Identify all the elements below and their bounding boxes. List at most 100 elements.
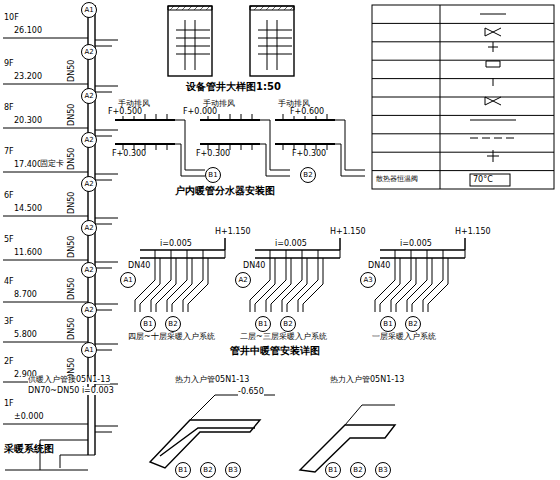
pipe-line <box>485 97 501 105</box>
drawing-label: 一层采暖入户系统 <box>372 333 436 341</box>
pipe-line <box>140 257 225 259</box>
pipe-line <box>241 144 242 150</box>
pipe-line <box>407 250 427 312</box>
drawing-label: H+1.150 <box>455 228 491 236</box>
pipe-line <box>255 249 340 251</box>
pipe-line <box>303 258 323 312</box>
pipe-line <box>396 258 416 312</box>
drawing-label: F+0.300 <box>292 150 326 158</box>
pipe-line <box>3 128 88 129</box>
pipe-line <box>372 170 554 171</box>
callout-number: B3 <box>225 462 241 478</box>
pipe-line <box>488 42 498 52</box>
pipe-line <box>372 60 554 61</box>
drawing-label: 手动排风 <box>118 100 150 108</box>
pipe-line <box>219 114 220 120</box>
pipe-line <box>423 250 443 312</box>
drawing-label: 20.300 <box>14 117 42 125</box>
pipe-line <box>470 138 514 139</box>
drawing-caption: 设备管井大样图1:50 <box>186 82 281 92</box>
drawing-label: 4F <box>4 278 14 286</box>
drawing-label: DN40 <box>368 262 390 270</box>
legend-text: 散热器恒温阀 <box>376 176 418 183</box>
drawing-caption: 管井中暖管安装详图 <box>230 346 320 356</box>
pipe-line <box>140 249 225 251</box>
drawing-caption: 采暖系统图 <box>4 444 54 454</box>
pipe-line <box>3 84 88 85</box>
pipe-line <box>465 238 466 258</box>
drawing-label: i=0.005 <box>275 240 307 248</box>
pipe-line <box>380 257 465 259</box>
pipe-line <box>470 120 516 121</box>
callout-number: B1 <box>205 167 221 183</box>
callout-number: A2 <box>81 44 97 60</box>
drawing-label: DN70~DN50 i=0.003 <box>28 387 114 395</box>
callout-number: A2 <box>81 262 97 278</box>
pipe-line <box>225 238 226 258</box>
callout-number: A1 <box>81 2 97 18</box>
pipe-line <box>372 152 554 153</box>
pipe-line <box>95 304 118 310</box>
drawing-label: 9F <box>4 60 14 68</box>
drawing-label: F+0.600 <box>290 108 324 116</box>
drawing-label: DN40 <box>243 262 265 270</box>
drawing-label: 供暖入户管接05N1-13 <box>28 376 110 384</box>
pipe-line <box>255 257 340 259</box>
pipe-line <box>3 302 88 303</box>
pipe-line <box>283 144 284 150</box>
callout-number: B1 <box>325 462 341 478</box>
pipe-line <box>95 262 118 268</box>
pipe-line <box>372 115 554 116</box>
pipe-size: DN50 <box>68 148 76 170</box>
drawing-label: 14.500 <box>14 205 42 213</box>
callout-number: B2 <box>280 316 296 332</box>
pipe-line <box>335 144 365 176</box>
pipe-line <box>3 216 88 217</box>
drawing-label: 8F <box>4 104 14 112</box>
pipe-size: DN50 <box>68 278 76 300</box>
pipe-line <box>372 23 554 24</box>
drawing-label: 5.800 <box>14 331 37 339</box>
drawing-label: 70°C <box>473 176 493 184</box>
callout-number: B2 <box>200 462 216 478</box>
pipe-line <box>95 130 118 136</box>
drawing-label: F+0.500 <box>108 108 142 116</box>
drawing-label: 固定卡 <box>40 160 64 168</box>
pipe-size: DN50 <box>68 318 76 340</box>
pipe-line <box>372 133 554 134</box>
callout-number: A2 <box>81 220 97 236</box>
drawing-label: 6F <box>4 192 14 200</box>
pipe-line <box>135 250 155 312</box>
pipe-line <box>440 5 441 189</box>
pipe-line <box>156 114 157 120</box>
drawing-label: H+1.150 <box>215 228 251 236</box>
pipe-line <box>327 144 328 150</box>
drawing-label: 二层~三层采暖入户系统 <box>240 333 327 341</box>
pipe-line <box>375 250 395 312</box>
drawing-label: F+0.300 <box>112 150 146 158</box>
pipe-line <box>282 250 302 312</box>
pipe-line <box>252 144 253 150</box>
pipe-size: DN50 <box>68 104 76 126</box>
pipe-line <box>260 144 290 176</box>
callout-number: B1 <box>175 462 191 478</box>
drawing-label: ±0.000 <box>14 413 44 421</box>
drawing-label: i=0.005 <box>160 240 192 248</box>
drawing-caption: 户内暖管分水器安装图 <box>175 186 275 196</box>
callout-number: B2 <box>165 316 181 332</box>
pipe-line <box>485 28 501 36</box>
drawing-label: 热力入户管05N1-13 <box>330 376 404 384</box>
drawing-label: F+0.300 <box>196 150 230 158</box>
callout-number: A1 <box>81 342 97 358</box>
callout-number: A2 <box>235 272 251 288</box>
pipe-line <box>486 61 500 67</box>
drawing-label: 17.400 <box>14 161 42 169</box>
pipe-line <box>167 144 168 150</box>
drawing-label: 3F <box>4 318 14 326</box>
callout-number: B2 <box>405 316 421 332</box>
drawing-label: 23.200 <box>14 73 42 81</box>
pipe-line <box>167 250 187 312</box>
drawing-label: 7F <box>4 148 14 156</box>
pipe-line <box>380 249 465 251</box>
callout-number: B2 <box>350 462 366 478</box>
